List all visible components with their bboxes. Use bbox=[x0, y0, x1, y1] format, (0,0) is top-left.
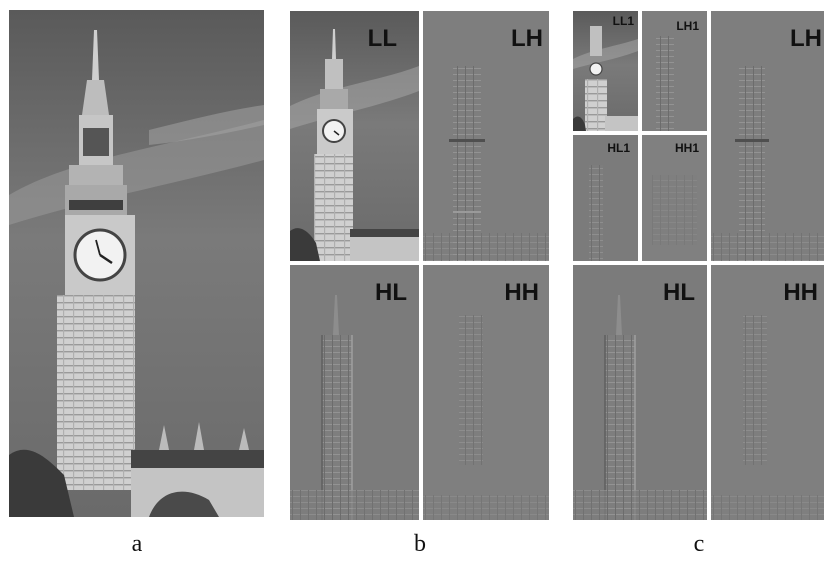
hl1-label: HL1 bbox=[607, 141, 630, 155]
panel-c-hh: HH bbox=[711, 265, 824, 520]
hh-label: HH bbox=[504, 279, 539, 306]
caption-a: a bbox=[131, 531, 143, 557]
panel-b-ll: LL bbox=[290, 11, 419, 261]
caption-c: c bbox=[693, 531, 705, 557]
panel-b-hh: HH bbox=[423, 265, 549, 520]
hl-label: HL bbox=[375, 279, 407, 306]
c-lh-subband-image bbox=[711, 11, 824, 261]
panel-b-lh: LH bbox=[423, 11, 549, 261]
panel-c-lh: LH bbox=[711, 11, 824, 261]
hl-subband-image bbox=[290, 265, 419, 520]
c-hl-label: HL bbox=[663, 279, 695, 306]
panel-c-ll1: LL1 bbox=[573, 11, 638, 131]
c-hh-label: HH bbox=[783, 279, 818, 306]
lh1-subband-image bbox=[642, 11, 707, 131]
ll-label: LL bbox=[367, 25, 397, 52]
hh1-subband-image bbox=[642, 135, 707, 261]
lh-subband-image bbox=[423, 11, 549, 261]
hh-subband-image bbox=[423, 265, 549, 520]
lh-label: LH bbox=[511, 25, 543, 52]
panel-c-hh1: HH1 bbox=[642, 135, 707, 261]
caption-b: b bbox=[414, 531, 426, 557]
c-lh-label: LH bbox=[790, 25, 822, 52]
ll1-subband-image bbox=[573, 11, 638, 131]
ll1-label: LL1 bbox=[612, 14, 634, 28]
panel-b-hl: HL bbox=[290, 265, 419, 520]
original-photo-panel bbox=[9, 10, 264, 517]
panel-c-hl: HL bbox=[573, 265, 707, 520]
c-hl-subband-image bbox=[573, 265, 707, 520]
panel-c-hl1: HL1 bbox=[573, 135, 638, 261]
hl1-subband-image bbox=[573, 135, 638, 261]
c-hh-subband-image bbox=[711, 265, 824, 520]
ll-subband-image bbox=[290, 11, 419, 261]
hh1-label: HH1 bbox=[674, 141, 699, 155]
panel-c-lh1: LH1 bbox=[642, 11, 707, 131]
lh1-label: LH1 bbox=[676, 19, 699, 33]
clock-tower-photo bbox=[9, 10, 264, 517]
